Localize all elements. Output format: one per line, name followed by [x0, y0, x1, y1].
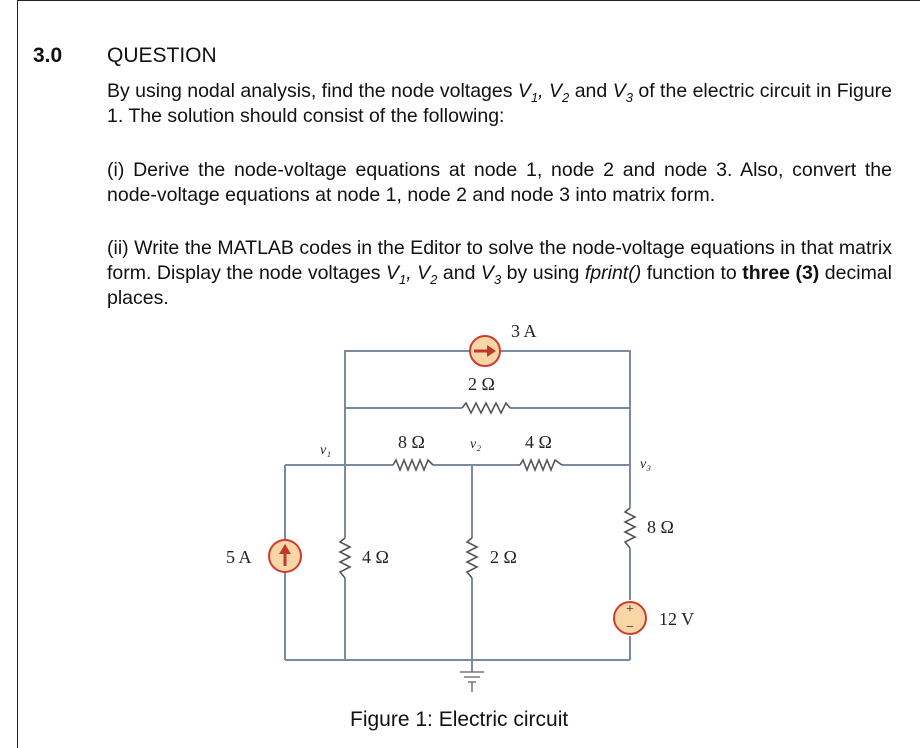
current-source-5a: [268, 539, 302, 573]
figure-caption: Figure 1: Electric circuit: [350, 708, 569, 731]
label-8ohm-r12: 8 Ω: [398, 432, 425, 452]
label-3a: 3 A: [511, 321, 537, 341]
svg-text:−: −: [626, 620, 634, 635]
part-ii-paragraph: (ii) Write the MATLAB codes in the Edito…: [107, 237, 892, 309]
label-2ohm-top: 2 Ω: [468, 374, 495, 394]
label-node-v2: v₂: [470, 437, 481, 452]
label-node-v3: v₃: [640, 457, 651, 472]
question-frame: [17, 0, 920, 748]
part-i-paragraph: (i) Derive the node-voltage equations at…: [107, 159, 892, 206]
resistor-8ohm-v1-v2: [392, 457, 434, 473]
label-4ohm-r1g: 4 Ω: [362, 547, 389, 567]
current-source-3a: [469, 335, 501, 367]
label-12v: 12 V: [659, 609, 694, 629]
resistor-4ohm-v1-ground: [338, 537, 352, 579]
resistor-8ohm-v3: [623, 507, 637, 549]
resistor-2ohm-v2-ground: [465, 537, 479, 579]
label-5a: 5 A: [226, 547, 252, 567]
intro-paragraph: By using nodal analysis, find the node v…: [107, 80, 893, 127]
circuit-wires: [284, 350, 631, 672]
question-number: 3.0: [33, 44, 63, 67]
resistor-2ohm-top: [461, 401, 511, 415]
label-4ohm-r23: 4 Ω: [525, 432, 552, 452]
voltage-source-12v: + −: [613, 601, 647, 635]
svg-text:+: +: [626, 602, 634, 617]
label-node-v1: v₁: [320, 443, 331, 458]
label-2ohm-r2g: 2 Ω: [490, 547, 517, 567]
resistor-4ohm-v2-v3: [519, 457, 563, 473]
label-8ohm-r3: 8 Ω: [647, 517, 674, 537]
ground-icon: [460, 671, 484, 692]
question-title: QUESTION: [107, 44, 217, 67]
